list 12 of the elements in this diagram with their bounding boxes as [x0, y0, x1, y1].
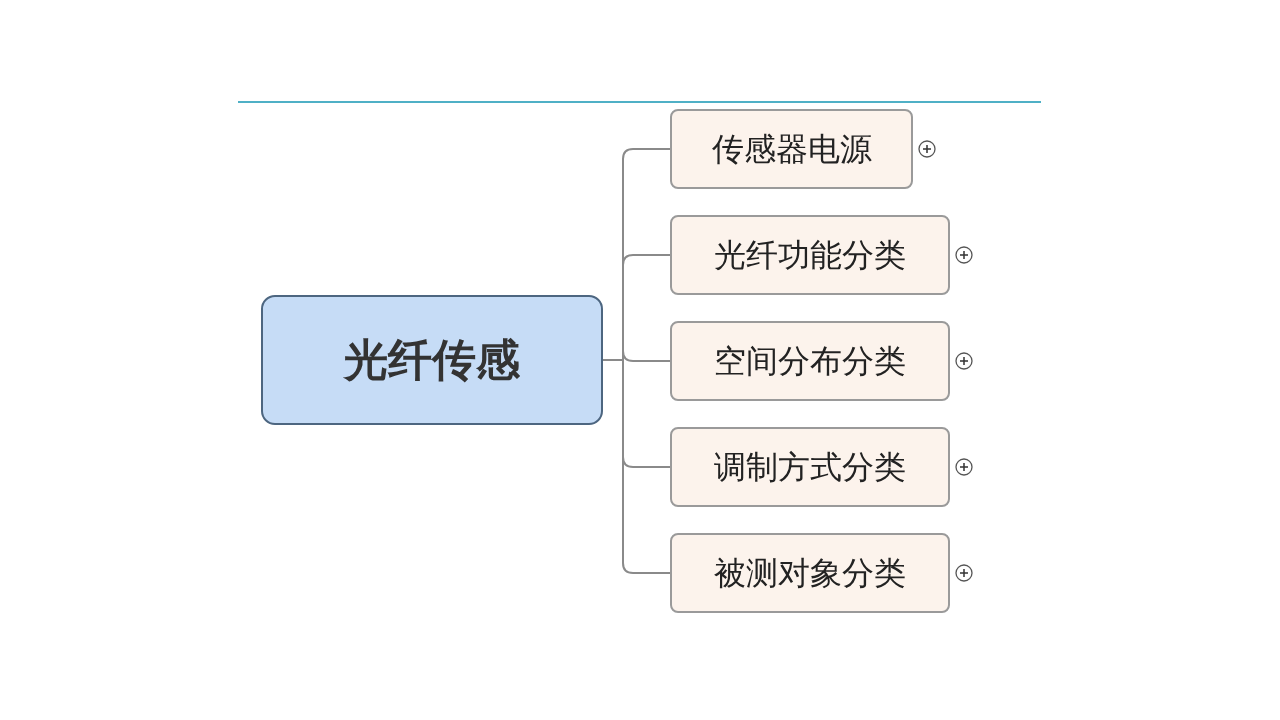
subtopic-box	[670, 427, 950, 507]
central-topic-text: 光纤传感	[344, 333, 520, 387]
subtopic-text: 空间分布分类	[714, 341, 906, 382]
subtopic-text: 传感器电源	[711, 129, 872, 170]
subtopic-text: 调制方式分类	[714, 447, 906, 488]
subtopic-box	[670, 533, 950, 613]
subtopic-text: 光纤功能分类	[714, 235, 906, 276]
subtopic-text: 被测对象分类	[714, 553, 906, 594]
subtopic-box	[670, 109, 913, 189]
central-topic-box	[261, 295, 603, 425]
subtopic-box	[670, 321, 950, 401]
subtopic-box	[670, 215, 950, 295]
